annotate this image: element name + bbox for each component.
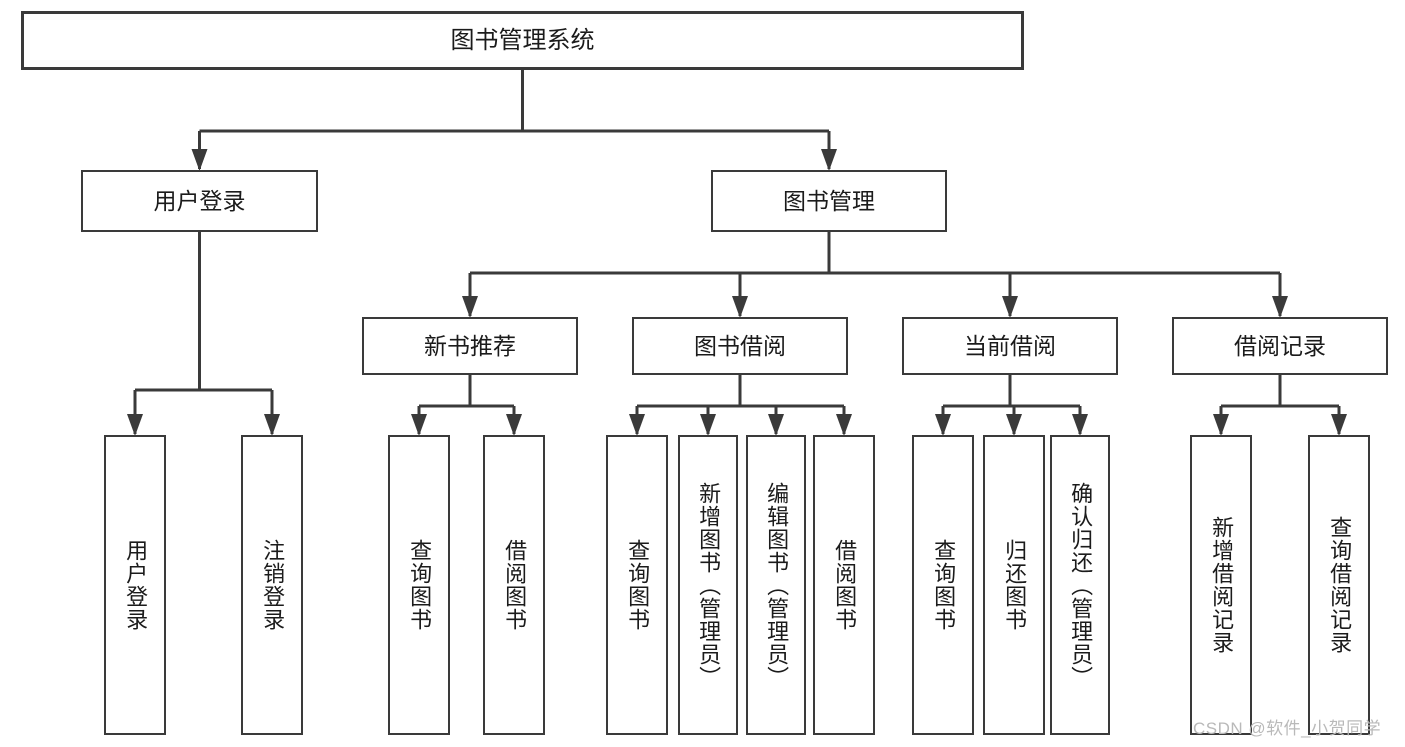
- node-label: 当前借阅: [964, 332, 1056, 359]
- node-label: 新增图书（管理员）: [696, 481, 722, 689]
- node-borrow-record[interactable]: 借阅记录: [1172, 317, 1388, 375]
- node-label: 确认归还（管理员）: [1068, 481, 1094, 689]
- node-label: 查询图书: [931, 539, 957, 631]
- watermark-text: CSDN @软件_小贺同学: [1193, 719, 1382, 738]
- node-leaf-book-edit[interactable]: 编辑图书（管理员）: [746, 435, 806, 735]
- node-label: 借阅记录: [1234, 332, 1326, 359]
- node-label: 用户登录: [153, 187, 246, 214]
- node-leaf-cur-confirm[interactable]: 确认归还（管理员）: [1050, 435, 1110, 735]
- node-leaf-user-login[interactable]: 用户登录: [104, 435, 166, 735]
- node-label: 查询图书: [625, 539, 651, 631]
- node-label: 借阅图书: [832, 539, 858, 631]
- node-label: 新增借阅记录: [1209, 516, 1235, 654]
- node-label: 新书推荐: [424, 332, 516, 359]
- node-label: 图书管理: [783, 187, 875, 214]
- node-leaf-cur-return[interactable]: 归还图书: [983, 435, 1045, 735]
- node-new-book-rec[interactable]: 新书推荐: [362, 317, 578, 375]
- node-label: 编辑图书（管理员）: [764, 481, 790, 689]
- node-label: 查询借阅记录: [1327, 516, 1353, 654]
- node-label: 查询图书: [407, 539, 433, 631]
- node-label: 借阅图书: [502, 539, 528, 631]
- node-leaf-rec-query[interactable]: 查询图书: [388, 435, 450, 735]
- node-leaf-rec-add[interactable]: 新增借阅记录: [1190, 435, 1252, 735]
- node-user-login[interactable]: 用户登录: [81, 170, 318, 232]
- node-leaf-cur-query[interactable]: 查询图书: [912, 435, 974, 735]
- node-current-borrow[interactable]: 当前借阅: [902, 317, 1118, 375]
- node-book-manage[interactable]: 图书管理: [711, 170, 947, 232]
- node-root[interactable]: 图书管理系统: [21, 11, 1024, 70]
- node-leaf-book-borrow[interactable]: 借阅图书: [813, 435, 875, 735]
- node-label: 用户登录: [123, 539, 149, 631]
- node-leaf-book-add[interactable]: 新增图书（管理员）: [678, 435, 738, 735]
- node-label: 图书借阅: [694, 332, 786, 359]
- node-leaf-rec-query2[interactable]: 查询借阅记录: [1308, 435, 1370, 735]
- node-label: 归还图书: [1002, 539, 1028, 631]
- node-leaf-user-logout[interactable]: 注销登录: [241, 435, 303, 735]
- node-book-borrow[interactable]: 图书借阅: [632, 317, 848, 375]
- node-label: 图书管理系统: [450, 26, 595, 54]
- node-label: 注销登录: [260, 539, 286, 631]
- node-leaf-borrow-query[interactable]: 查询图书: [606, 435, 668, 735]
- node-leaf-rec-borrow[interactable]: 借阅图书: [483, 435, 545, 735]
